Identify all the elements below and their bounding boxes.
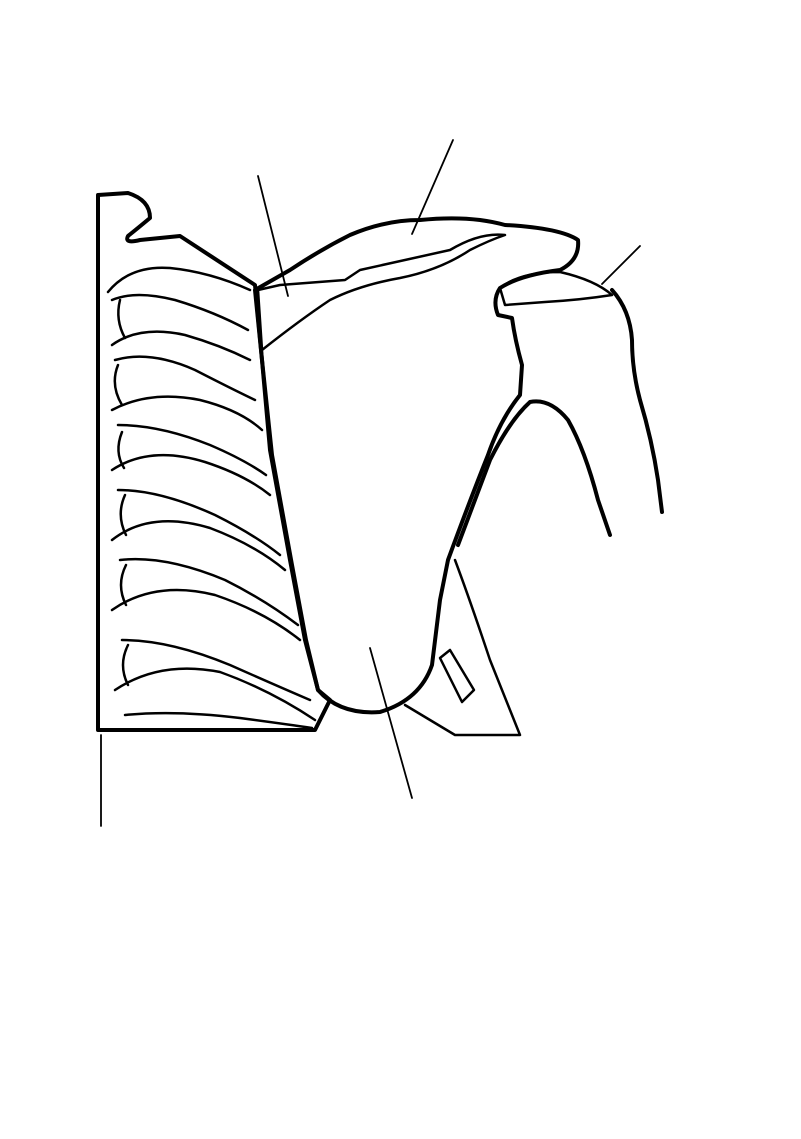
scapula (253, 216, 614, 737)
vertebra-notch (119, 493, 128, 537)
rib (110, 330, 252, 362)
inferior-angle-muscle (438, 648, 476, 704)
acromion (498, 270, 614, 307)
humerus (456, 288, 664, 547)
vertebra-notch (121, 643, 130, 687)
leader-line-superior-angle (257, 175, 289, 297)
rib (116, 488, 282, 557)
scapular-spine (256, 233, 507, 352)
rib (110, 293, 250, 332)
rib (113, 667, 317, 722)
humerus-lateral-edge (610, 288, 664, 514)
leader-line-spine (411, 139, 454, 235)
humerus-medial-edge (456, 399, 612, 547)
rib (118, 557, 300, 627)
vertebra-notch (117, 298, 127, 340)
vertebra-notch (117, 430, 126, 470)
leader-line-acromion (601, 245, 641, 285)
rib (110, 520, 287, 572)
rib (106, 266, 252, 294)
rib (110, 588, 302, 642)
rib (110, 395, 264, 432)
scapula-outline (253, 216, 581, 715)
vertebra-notch (113, 363, 124, 407)
rib (110, 453, 272, 497)
rib (116, 423, 268, 477)
rib (113, 355, 257, 402)
lateral-border (403, 558, 522, 737)
rib (120, 638, 312, 702)
rib-cage (96, 191, 332, 732)
vertebra-notch (119, 563, 128, 607)
leader-line-scapula-body (369, 647, 413, 799)
leader-lines (100, 139, 641, 827)
rib (123, 711, 314, 730)
